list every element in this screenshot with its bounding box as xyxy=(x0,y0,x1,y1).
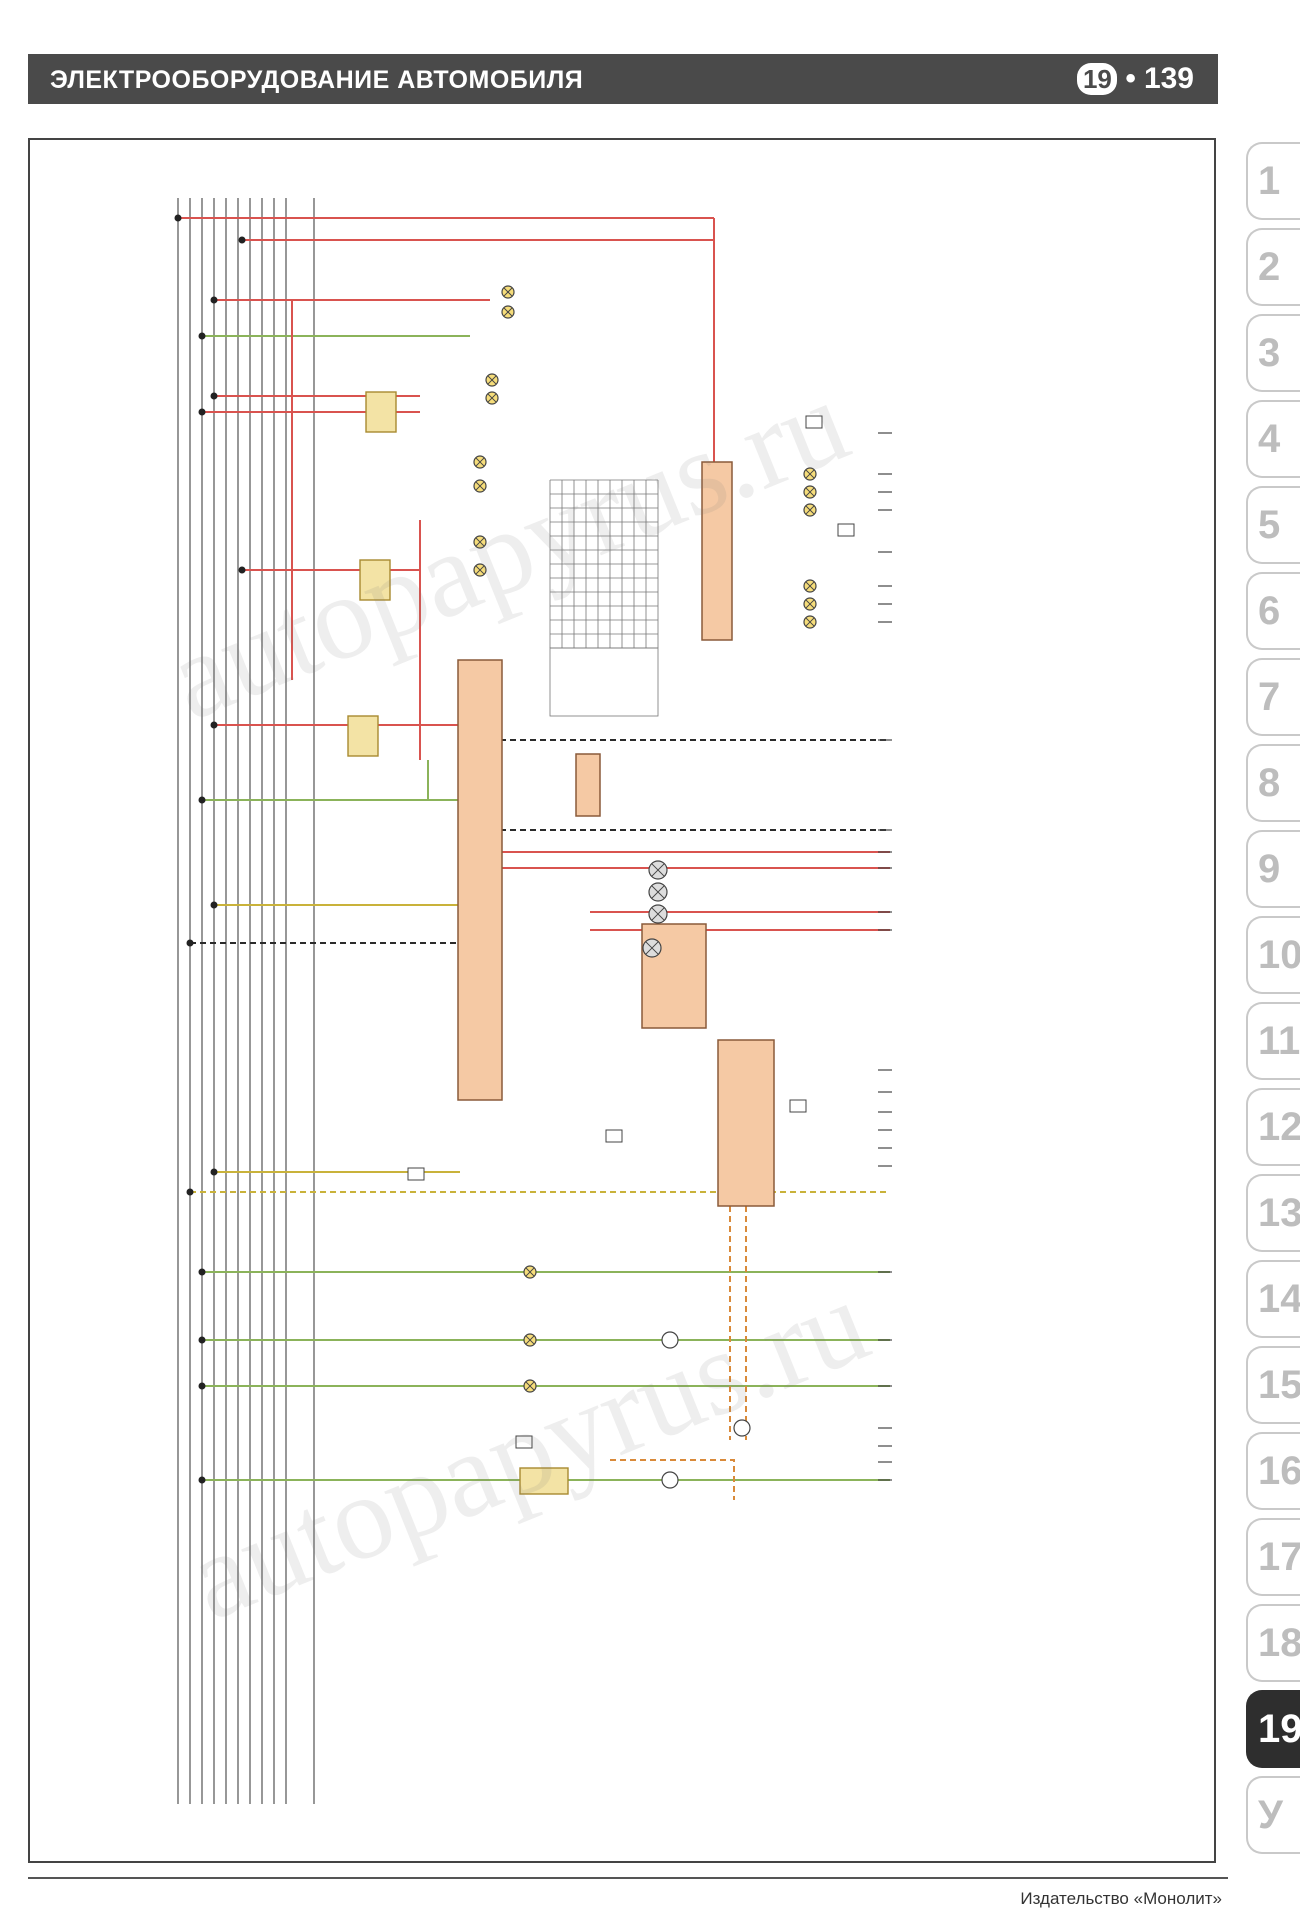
lamp-cross xyxy=(805,487,815,497)
connector-box xyxy=(605,1129,623,1143)
page-separator: • xyxy=(1125,62,1136,95)
tab-chapter-2[interactable]: 2 xyxy=(1246,228,1300,306)
components xyxy=(347,391,855,1495)
dashed-orange-run xyxy=(610,1459,735,1500)
tab-chapter-12[interactable]: 12 xyxy=(1246,1088,1300,1166)
lamp-cross xyxy=(805,581,815,591)
tab-chapter-13[interactable]: 13 xyxy=(1246,1174,1300,1252)
tab-chapter-7[interactable]: 7 xyxy=(1246,658,1300,736)
junction-dot xyxy=(198,332,206,340)
junction-dot xyxy=(198,1268,206,1276)
junction-dot xyxy=(238,566,246,574)
junction-dot xyxy=(186,1188,194,1196)
relay-symbol xyxy=(359,559,391,601)
tab-chapter-5[interactable]: 5 xyxy=(1246,486,1300,564)
lamp-cross xyxy=(487,375,497,385)
relay-symbol xyxy=(519,1467,569,1495)
junction-dot xyxy=(198,1476,206,1484)
lamp-symbols xyxy=(473,285,817,1489)
lamp-cross xyxy=(525,1335,535,1345)
lamp-cross xyxy=(645,941,659,955)
grid-legend-box xyxy=(549,647,659,717)
gauge-symbol xyxy=(661,1471,679,1489)
tab-chapter-15[interactable]: 15 xyxy=(1246,1346,1300,1424)
lamp-cross xyxy=(475,537,485,547)
tab-chapter-6[interactable]: 6 xyxy=(1246,572,1300,650)
lamp-cross xyxy=(651,863,665,877)
page-number-block: 19 • 139 xyxy=(1077,62,1194,96)
lamp-cross xyxy=(475,481,485,491)
junction-dot xyxy=(198,1382,206,1390)
lamp-cross xyxy=(487,393,497,403)
junction-dot xyxy=(210,721,218,729)
lamp-cross xyxy=(805,469,815,479)
tab-chapter-16[interactable]: 16 xyxy=(1246,1432,1300,1510)
lamp-cross xyxy=(651,885,665,899)
tab-chapter-17[interactable]: 17 xyxy=(1246,1518,1300,1596)
section-title: ЭЛЕКТРООБОРУДОВАНИЕ АВТОМОБИЛЯ xyxy=(50,66,584,94)
connector-box xyxy=(837,523,855,537)
publisher-credit: Издательство «Монолит» xyxy=(1020,1889,1222,1908)
relay-symbol xyxy=(347,715,379,757)
junction-dot xyxy=(198,408,206,416)
connector-box xyxy=(789,1099,807,1113)
tab-chapter-8[interactable]: 8 xyxy=(1246,744,1300,822)
lamp-cross xyxy=(805,505,815,515)
tab-chapter-1[interactable]: 1 xyxy=(1246,142,1300,220)
connector-box xyxy=(407,1167,425,1181)
junction-dot xyxy=(210,392,218,400)
gauge-symbol xyxy=(661,1331,679,1349)
relay-symbol xyxy=(365,391,397,433)
small-module xyxy=(575,753,601,817)
upper-right-module xyxy=(701,461,733,641)
lamp-cross xyxy=(651,907,665,921)
connector-box xyxy=(805,415,823,429)
junction-dot xyxy=(174,214,182,222)
lamp-cross xyxy=(525,1267,535,1277)
lamp-cross xyxy=(805,599,815,609)
connector-grid xyxy=(549,479,659,717)
junction-dot xyxy=(198,1336,206,1344)
junction-dot xyxy=(186,939,194,947)
page-number: 139 xyxy=(1143,62,1194,95)
lamp-cross xyxy=(475,565,485,575)
connector-box xyxy=(515,1435,533,1449)
gauge-symbol xyxy=(733,1419,751,1437)
tab-chapter-9[interactable]: 9 xyxy=(1246,830,1300,908)
junction-dot xyxy=(210,901,218,909)
footer-rule xyxy=(28,1877,1228,1879)
lower-right-module xyxy=(717,1039,775,1207)
lamp-cross xyxy=(503,287,513,297)
wiring-diagram: autopapyrus.ru autopapyrus.ru xyxy=(28,138,1216,1863)
tab-chapter-3[interactable]: 3 xyxy=(1246,314,1300,392)
central-control-unit xyxy=(457,659,503,1101)
wire-runs xyxy=(174,214,892,1500)
tab-chapter-11[interactable]: 11 xyxy=(1246,1002,1300,1080)
junction-dot xyxy=(210,296,218,304)
tab-chapter-4[interactable]: 4 xyxy=(1246,400,1300,478)
page-header: ЭЛЕКТРООБОРУДОВАНИЕ АВТОМОБИЛЯ 19 • 139 xyxy=(28,54,1218,104)
lamp-cross xyxy=(475,457,485,467)
tab-chapter-19[interactable]: 19 xyxy=(1246,1690,1300,1768)
tab-chapter-14[interactable]: 14 xyxy=(1246,1260,1300,1338)
tab-chapter-20[interactable]: У xyxy=(1246,1776,1300,1854)
power-bus-lines xyxy=(177,198,315,1804)
junction-dot xyxy=(238,236,246,244)
junction-dot xyxy=(210,1168,218,1176)
junction-dot xyxy=(198,796,206,804)
wiring-diagram-canvas xyxy=(174,198,892,1804)
tab-chapter-10[interactable]: 10 xyxy=(1246,916,1300,994)
lamp-cross xyxy=(503,307,513,317)
chapter-badge: 19 xyxy=(1077,63,1118,95)
tab-chapter-18[interactable]: 18 xyxy=(1246,1604,1300,1682)
lamp-cross xyxy=(525,1381,535,1391)
lamp-cross xyxy=(805,617,815,627)
